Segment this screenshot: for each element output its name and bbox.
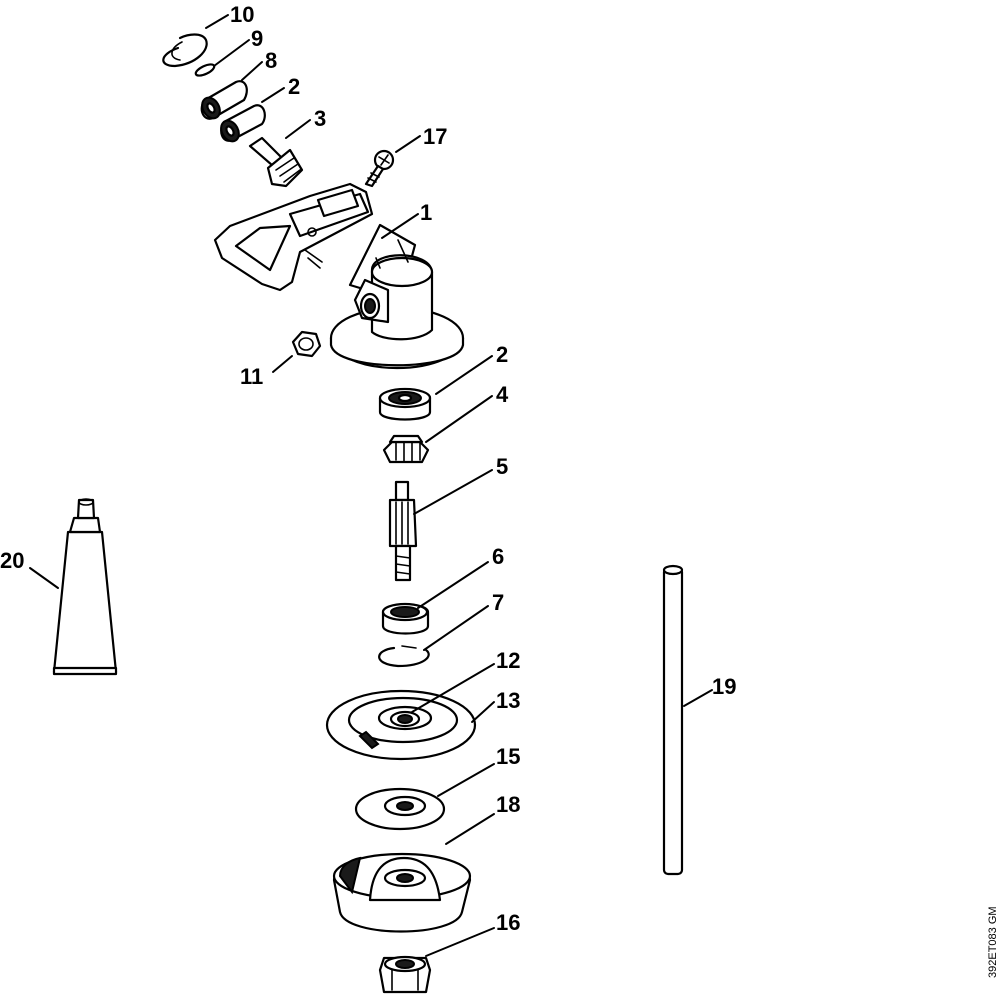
part-washer-15 — [354, 787, 446, 831]
part-nut-16 — [378, 955, 432, 994]
callout-2-lower: 2 — [496, 342, 508, 367]
part-grease-tube-20 — [52, 498, 118, 676]
callout-6: 6 — [492, 544, 504, 569]
callout-12: 12 — [496, 648, 520, 673]
part-output-shaft-5 — [388, 480, 418, 582]
part-screw-17 — [364, 149, 395, 188]
part-rod-19 — [662, 564, 684, 876]
part-bearing-8 — [200, 80, 248, 120]
part-bearing-6 — [381, 602, 430, 635]
callout-2-upper: 2 — [288, 74, 300, 99]
part-bevel-gear-4 — [382, 434, 430, 464]
callout-13: 13 — [496, 688, 520, 713]
callout-11: 11 — [240, 364, 263, 389]
callout-5: 5 — [496, 454, 508, 479]
part-bearing-2-lower — [378, 387, 432, 421]
callout-8: 8 — [265, 48, 277, 73]
leader-lines — [29, 14, 713, 957]
callout-17: 17 — [423, 124, 447, 149]
callout-4: 4 — [496, 382, 509, 407]
callout-7: 7 — [492, 590, 504, 615]
callout-1: 1 — [420, 200, 432, 225]
part-cup-18 — [332, 852, 472, 933]
part-circlip-10 — [162, 33, 208, 68]
callout-18: 18 — [496, 792, 520, 817]
callout-20: 20 — [0, 548, 24, 573]
part-gear-housing-1 — [213, 182, 465, 370]
callout-labels: 10 9 8 2 3 17 1 11 2 4 5 6 7 12 13 15 18… — [0, 2, 736, 935]
callout-10: 10 — [230, 2, 254, 27]
part-bearing-2-upper — [220, 104, 266, 143]
part-seal-12 — [389, 710, 421, 728]
callout-19: 19 — [712, 674, 736, 699]
part-plug-11 — [291, 330, 322, 358]
callout-15: 15 — [496, 744, 520, 769]
callout-9: 9 — [251, 26, 263, 51]
callout-16: 16 — [496, 910, 520, 935]
part-ring-9 — [194, 63, 216, 77]
part-circlip-7 — [378, 645, 430, 668]
drawing-code: 392ET083 GM — [987, 906, 999, 978]
callout-3: 3 — [314, 106, 326, 131]
part-bevel-pinion-3 — [248, 136, 304, 188]
